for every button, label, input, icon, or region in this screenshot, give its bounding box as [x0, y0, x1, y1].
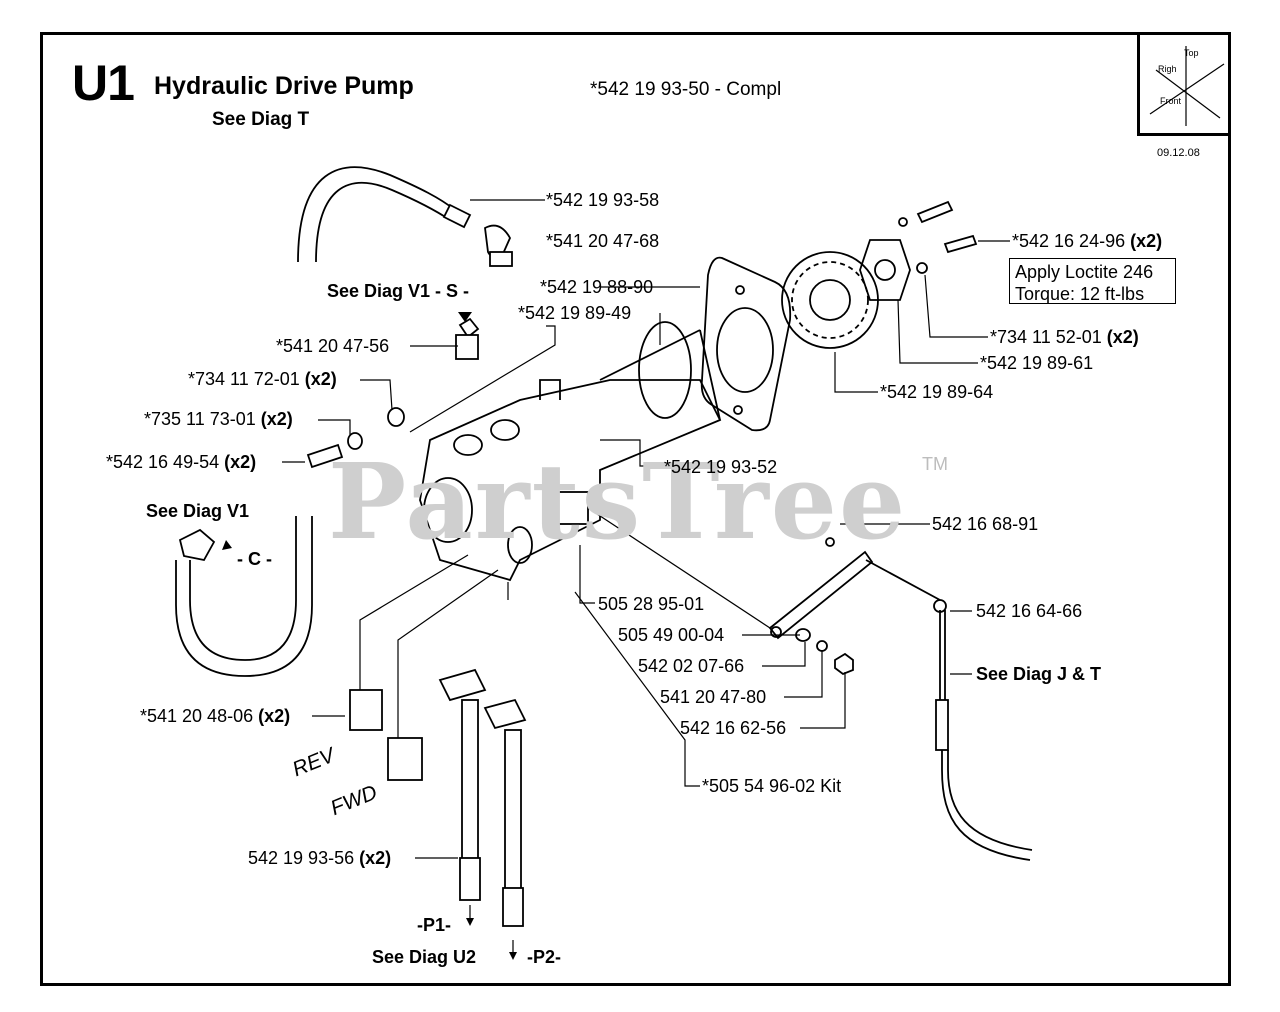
orient-top-label: Top: [1184, 48, 1199, 58]
torque-note: Torque: 12 ft-lbs: [1015, 284, 1145, 304]
loctite-note-box: Apply Loctite 246 Torque: 12 ft-lbs: [1009, 258, 1176, 304]
part-label-541204756[interactable]: *541 20 47-56: [276, 336, 390, 356]
watermark-tm: TM: [922, 454, 948, 474]
see-diag-v1-link[interactable]: See Diag V1: [146, 501, 250, 521]
part-label-542199358[interactable]: *542 19 93-58: [546, 190, 660, 210]
part-label-542164954[interactable]: *542 16 49-54 (x2): [106, 453, 256, 471]
qty-x2: (x2): [260, 409, 293, 429]
part-label-734115201[interactable]: *734 11 52-01 (x2): [990, 328, 1139, 346]
part-number: *541 20 48-06: [140, 706, 254, 726]
watermark: PartsTree: [328, 440, 908, 563]
lower-left-hose: [189, 516, 297, 661]
qty-x2: (x2): [304, 369, 337, 389]
part-label-542166891[interactable]: 542 16 68-91: [932, 514, 1039, 534]
part-label-542198890[interactable]: *542 19 88-90: [540, 277, 654, 297]
tube-p1: [461, 699, 479, 861]
tube-p2: [504, 729, 522, 891]
orientation-indicator: Top Righ Front: [1137, 34, 1229, 136]
qty-x2: (x2): [258, 706, 291, 726]
qty-x2: (x2): [359, 848, 392, 868]
hose-fitting-58: [442, 203, 472, 229]
part-number: *734 11 52-01: [990, 327, 1102, 347]
diagram-code: U1: [72, 55, 135, 111]
fitting-56: [455, 334, 479, 360]
loctite-note: Apply Loctite 246: [1015, 262, 1154, 282]
part-label-542020766[interactable]: 542 02 07-66: [638, 656, 745, 676]
fitting-68-nut: [489, 251, 513, 267]
hub: [859, 239, 911, 301]
see-diag-v1-s-link[interactable]: See Diag V1 - S -: [327, 281, 470, 301]
part-label-541204768[interactable]: *541 20 47-68: [546, 231, 660, 251]
qty-x2: (x2): [1106, 327, 1139, 347]
diagram-title: Hydraulic Drive Pump: [154, 72, 414, 100]
part-label-541204780[interactable]: 541 20 47-80: [660, 687, 767, 707]
date-code: 09.12.08: [1157, 147, 1200, 159]
part-label-542166466[interactable]: 542 16 64-66: [976, 601, 1083, 621]
c-port-marker: - C -: [237, 549, 272, 569]
fitting-48-06-b: [387, 737, 423, 781]
p2-port-marker: -P2-: [527, 947, 562, 967]
gear: [781, 251, 879, 349]
part-label-542198964[interactable]: *542 19 89-64: [880, 382, 994, 402]
part-number: *542 16 49-54: [106, 452, 220, 472]
upper-hose: [297, 166, 456, 263]
part-label-505289501[interactable]: 505 28 95-01: [598, 594, 705, 614]
control-cable: [939, 610, 946, 700]
see-diag-t-link[interactable]: See Diag T: [212, 109, 310, 130]
orient-front-label: Front: [1160, 96, 1182, 106]
gasket-plate: [700, 256, 792, 432]
part-number: *734 11 72-01: [188, 369, 300, 389]
part-label-541204806[interactable]: *541 20 48-06 (x2): [140, 707, 290, 725]
part-label-542199356[interactable]: 542 19 93-56 (x2): [248, 849, 391, 867]
part-label-734117201[interactable]: *734 11 72-01 (x2): [188, 370, 337, 388]
part-number: *735 11 73-01: [144, 409, 256, 429]
orientation-axes: [1149, 46, 1225, 126]
see-diag-j-t-link[interactable]: See Diag J & T: [976, 664, 1102, 684]
part-label-542162496[interactable]: *542 16 24-96 (x2): [1012, 232, 1162, 250]
qty-x2: (x2): [224, 452, 257, 472]
part-number: *542 16 24-96: [1012, 231, 1126, 251]
see-diag-u2-link[interactable]: See Diag U2: [372, 947, 477, 967]
part-label-505490004[interactable]: 505 49 00-04: [618, 625, 725, 645]
part-number: 542 19 93-56: [248, 848, 355, 868]
control-arm: [768, 550, 874, 640]
p1-port-marker: -P1-: [417, 915, 452, 935]
part-label-542198961[interactable]: *542 19 89-61: [980, 353, 1094, 373]
orient-right-label: Righ: [1158, 64, 1177, 74]
part-label-542166256[interactable]: 542 16 62-56: [680, 718, 787, 738]
part-label-735117301[interactable]: *735 11 73-01 (x2): [144, 410, 293, 428]
part-label-542198949[interactable]: *542 19 89-49: [518, 303, 632, 323]
qty-x2: (x2): [1130, 231, 1163, 251]
pump-body: [419, 379, 722, 582]
o-ring: [638, 321, 692, 419]
diagram-frame: [40, 32, 1231, 986]
part-label-542199352[interactable]: *542 19 93-52: [664, 457, 778, 477]
fitting-48-06-a: [349, 689, 383, 731]
part-label-505549602[interactable]: *505 54 96-02 Kit: [702, 776, 842, 796]
complete-assembly-part[interactable]: *542 19 93-50 - Compl: [590, 79, 782, 100]
